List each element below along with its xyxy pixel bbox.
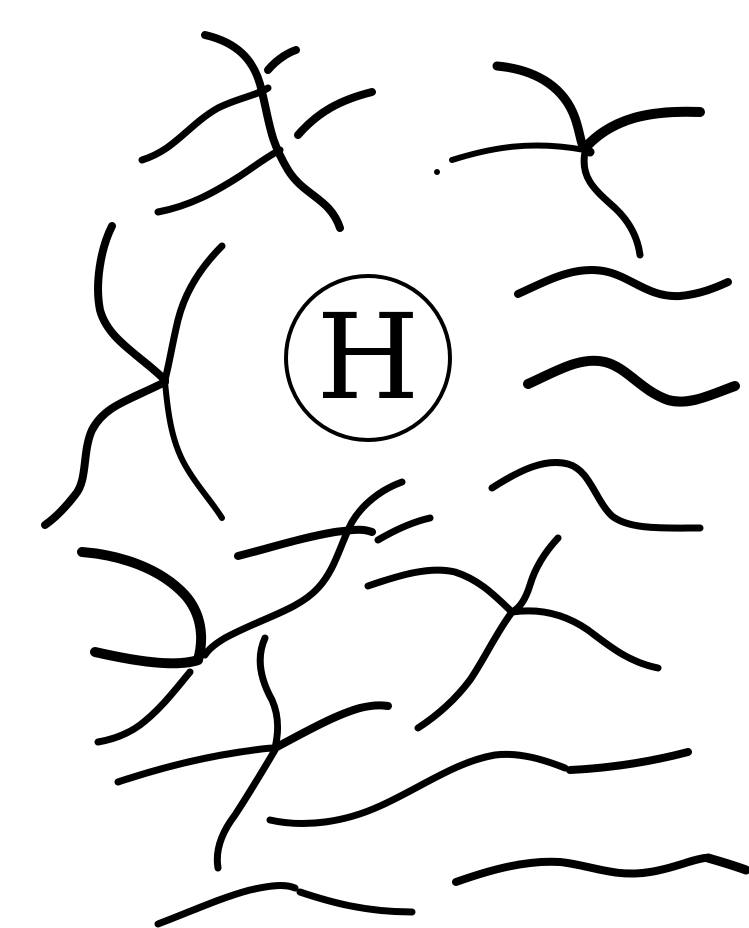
wavy-line: [512, 611, 658, 668]
wavy-line: [497, 66, 590, 152]
wavy-line: [268, 50, 296, 70]
top-right-branch-cluster: [434, 66, 700, 255]
wavy-line: [205, 482, 402, 655]
wavy-line: [584, 152, 640, 255]
bottom-wavy-lines: [158, 752, 746, 924]
wavy-line: [452, 145, 585, 160]
top-left-branch-cluster: [142, 35, 372, 228]
wavy-line: [518, 270, 728, 296]
wavy-line: [158, 886, 295, 924]
wavy-line: [368, 570, 512, 612]
right-branch-cluster: [368, 538, 658, 728]
circle-marker-icon: H: [286, 276, 450, 440]
ink-dot: [434, 169, 440, 175]
wavy-line: [82, 552, 201, 663]
marker-letter: H: [317, 288, 420, 426]
wavy-line: [118, 748, 275, 782]
wavy-line: [98, 672, 190, 742]
wavy-line: [165, 246, 222, 380]
wavy-line: [512, 538, 558, 612]
wavy-line: [165, 382, 222, 518]
wavy-line: [238, 530, 372, 556]
wavy-line: [585, 112, 700, 148]
lower-left-branch-cluster: [118, 638, 388, 868]
left-branch-cluster: [45, 226, 222, 525]
wavy-line: [456, 858, 705, 882]
wavy-line: [45, 382, 165, 525]
wavy-line: [275, 705, 388, 748]
wavy-line: [418, 612, 512, 728]
wavy-line: [142, 88, 268, 160]
wavy-line: [300, 892, 412, 912]
wavy-line: [528, 361, 735, 402]
wavy-line: [217, 750, 275, 868]
wavy-line: [98, 226, 165, 380]
wavy-line: [298, 92, 372, 135]
wavy-line: [158, 150, 280, 212]
wavy-line: [378, 518, 430, 540]
wavy-line: [708, 858, 746, 870]
wavy-line: [570, 752, 688, 770]
right-wavy-lines: [492, 270, 735, 528]
wavy-line: [492, 462, 700, 528]
wavy-line: [270, 754, 565, 823]
wavy-line: [260, 638, 277, 748]
